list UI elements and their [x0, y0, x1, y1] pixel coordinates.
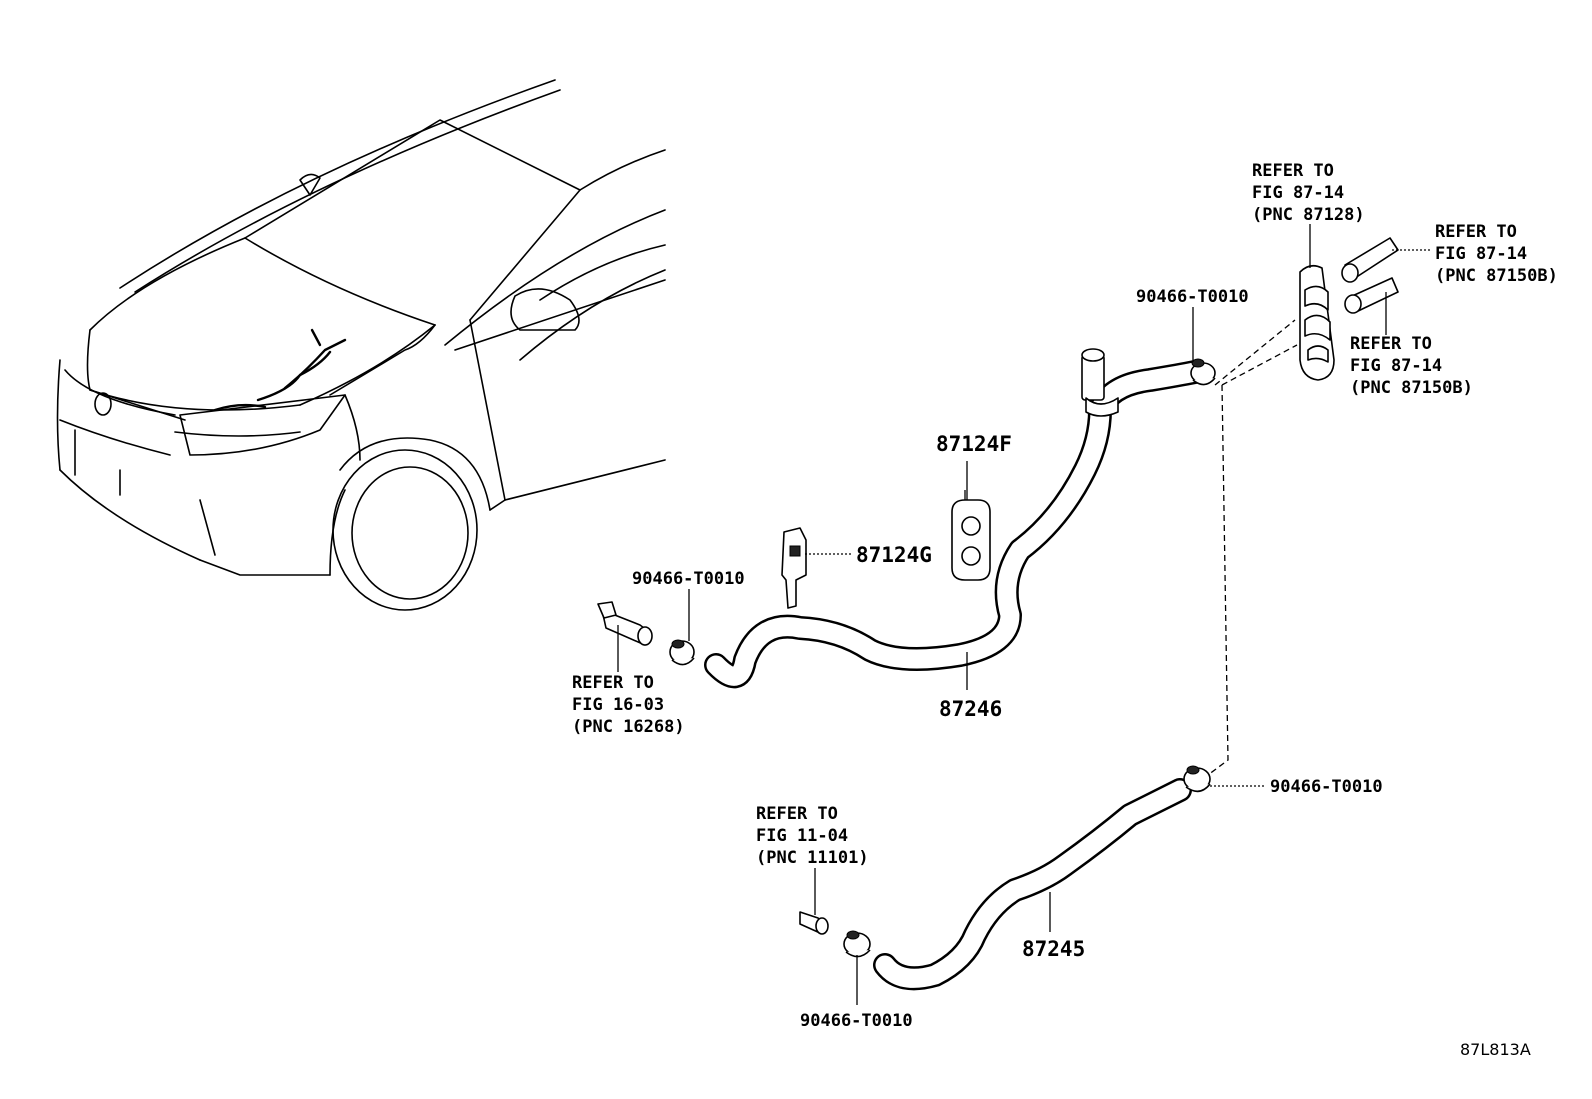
ref-16268-line1: REFER TO [572, 673, 654, 693]
clamp-top-number: 90466-T0010 [1136, 287, 1249, 307]
clamp-right-number: 90466-T0010 [1270, 777, 1383, 797]
ref-87150b-lower-line1: REFER TO [1350, 334, 1432, 354]
connection-line-top [1214, 319, 1296, 386]
clamp-left-number: 90466-T0010 [632, 569, 745, 589]
hose-87245 [873, 778, 1192, 991]
part-87124F-number: 87124F [936, 432, 1012, 456]
ref-87150b-upper-line2: FIG 87-14 [1435, 244, 1527, 264]
hose-clamp-top [1190, 358, 1216, 386]
pipe-stub [799, 911, 829, 935]
ref-87128-line3: (PNC 87128) [1252, 205, 1365, 225]
clamp-bottom-number: 90466-T0010 [800, 1011, 913, 1031]
ref-11101-line3: (PNC 11101) [756, 848, 869, 868]
diagram-code: 87L813A [1460, 1040, 1531, 1059]
ref-11101-line2: FIG 11-04 [756, 826, 848, 846]
ref-87150b-lower-line2: FIG 87-14 [1350, 356, 1442, 376]
ref-16268-line2: FIG 16-03 [572, 695, 664, 715]
bracket-87124F [951, 490, 991, 581]
ref-11101-line1: REFER TO [756, 804, 838, 824]
part-87246-number: 87246 [939, 697, 1002, 721]
ref-87150b-upper-line3: (PNC 87150B) [1435, 266, 1558, 286]
water-pipe-fitting [597, 601, 653, 646]
ref-87128-line1: REFER TO [1252, 161, 1334, 181]
hose-87246 [704, 348, 1207, 689]
hose-clamp-left [669, 639, 695, 666]
ref-87150b-upper-line1: REFER TO [1435, 222, 1517, 242]
ref-16268-line3: (PNC 16268) [572, 717, 685, 737]
heater-valve-unit [1299, 264, 1335, 381]
hose-clamp-right [1183, 765, 1211, 793]
part-87124G-number: 87124G [856, 543, 932, 567]
heater-pipe-upper [1341, 237, 1399, 283]
clip-87124G [781, 527, 807, 609]
vehicle-illustration [56, 79, 666, 611]
ref-87150b-lower-line3: (PNC 87150B) [1350, 378, 1473, 398]
heater-pipe-lower [1344, 277, 1399, 314]
ref-87128-line2: FIG 87-14 [1252, 183, 1344, 203]
part-87245-number: 87245 [1022, 937, 1085, 961]
connection-line-vertical [1207, 344, 1298, 776]
hose-clamp-bottom [843, 930, 871, 958]
